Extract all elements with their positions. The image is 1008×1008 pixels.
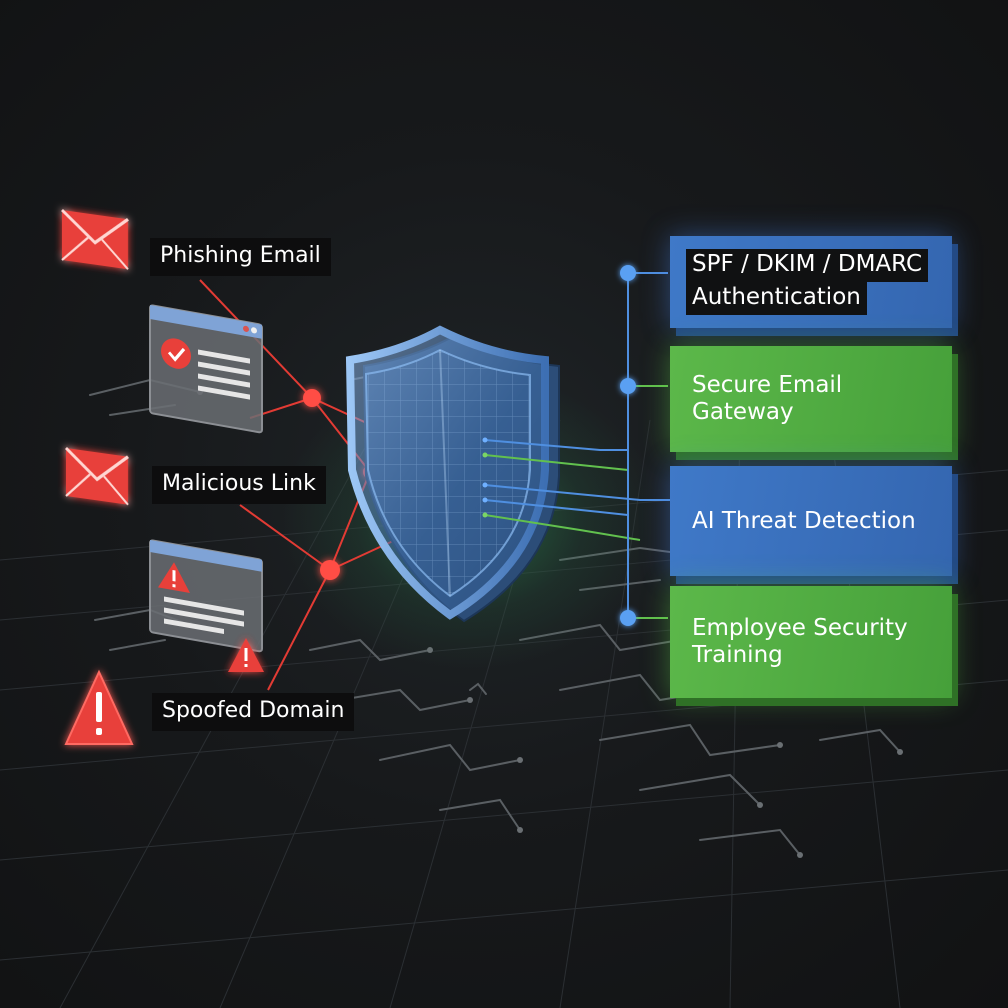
threat-label-phishing-email: Phishing Email [150, 238, 331, 276]
defense-panel-ai-threat-detection: AI Threat Detection [670, 466, 952, 576]
threat-label-malicious-link: Malicious Link [152, 466, 326, 504]
shield-ports [482, 437, 488, 518]
threat-node [320, 560, 340, 580]
authentication-title: SPF / DKIM / DMARC [686, 249, 929, 282]
threat-node [303, 389, 321, 407]
ai-detection-label: AI Threat Detection [692, 507, 916, 534]
gateway-label: Secure Email Gateway [692, 372, 843, 425]
browser-window-warning-icon [149, 539, 263, 653]
authentication-subtitle: Authentication [686, 282, 867, 315]
defense-panel-employee-training: Employee Security Training [670, 586, 952, 698]
training-subtitle: Training [692, 642, 783, 668]
warning-triangle-icon [228, 638, 264, 672]
threat-label-spoofed-domain: Spoofed Domain [152, 693, 355, 731]
envelope-icon [65, 447, 129, 506]
defense-nodes [620, 265, 636, 626]
defense-node [620, 265, 636, 281]
defense-panel-authentication: SPF / DKIM / DMARC Authentication [670, 236, 952, 328]
defense-connectors [484, 272, 700, 619]
defense-node [620, 378, 636, 394]
defense-node [620, 610, 636, 626]
envelope-icon [61, 208, 129, 270]
browser-window-check-icon [149, 304, 263, 434]
defense-panel-secure-email-gateway: Secure Email Gateway [670, 346, 952, 452]
warning-triangle-icon [64, 669, 134, 745]
training-title: Employee Security [692, 615, 908, 641]
